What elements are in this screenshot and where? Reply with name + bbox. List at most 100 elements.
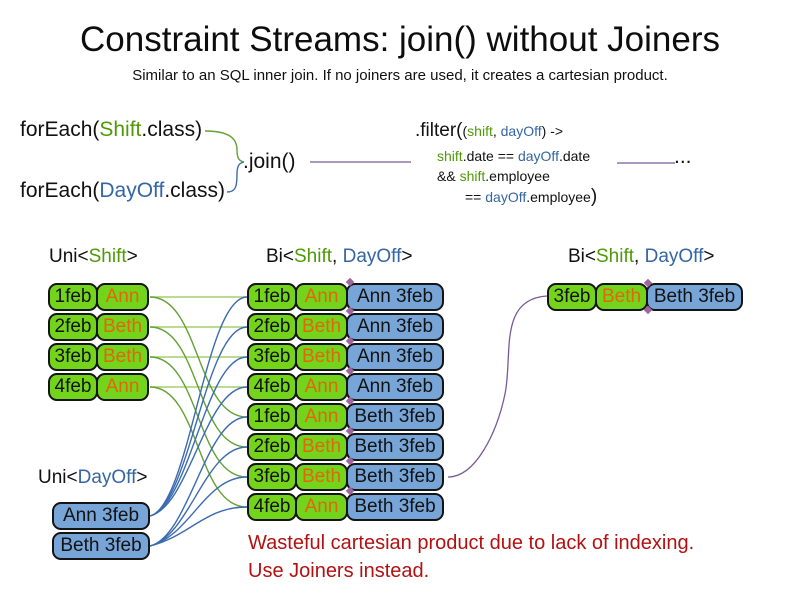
shift-date-cell: 3feb xyxy=(247,343,297,371)
shift-employee-cell: Beth xyxy=(295,343,348,371)
shift-employee-cell: Ann xyxy=(96,373,149,401)
shift-brace-line xyxy=(204,130,245,163)
dayoff-cell: Beth 3feb xyxy=(346,493,444,521)
dayoff-connector xyxy=(149,446,248,547)
code-text: .employee xyxy=(526,189,591,205)
shift-employee-cell: Beth xyxy=(595,283,648,311)
code-filter: .filter((shift, dayOff) -> shift .date ==… xyxy=(415,120,597,208)
code-text: .class) xyxy=(141,118,203,141)
shift-employee-cell: Ann xyxy=(295,403,348,431)
shift-employee-cell: Ann xyxy=(295,373,348,401)
header-text: > xyxy=(703,246,715,267)
shift-date-cell: 3feb xyxy=(247,463,297,491)
dayoff-cell: Beth 3feb xyxy=(646,283,743,311)
dayoff-connector xyxy=(149,356,248,517)
header-text: Uni< xyxy=(49,246,89,267)
header-uni-shift: Uni<Shift> xyxy=(49,246,138,268)
code-shift-class: Shift xyxy=(99,118,142,141)
shift-date-cell: 4feb xyxy=(247,493,297,521)
filter-line-3: && shift.employee xyxy=(437,168,597,184)
dayoff-cell: Beth 3feb xyxy=(52,532,150,560)
shift-date-cell: 4feb xyxy=(48,373,98,401)
header-uni-dayoff: Uni<DayOff> xyxy=(38,467,148,489)
header-bi-product: Bi<Shift, DayOff> xyxy=(266,246,412,268)
code-ellipsis: ... xyxy=(674,145,692,168)
shift-employee-cell: Beth xyxy=(96,313,149,341)
code-text: .class) xyxy=(164,179,226,202)
code-text: shift xyxy=(467,123,493,139)
shift-date-cell: 3feb xyxy=(48,343,98,371)
code-text: shift xyxy=(459,168,486,184)
header-text: , xyxy=(332,246,343,267)
shift-employee-cell: Ann xyxy=(295,283,348,311)
code-text: forEach( xyxy=(20,179,100,202)
dayoff-cell: Ann 3feb xyxy=(346,343,444,371)
dayoff-cell: Beth 3feb xyxy=(346,433,444,461)
header-text: Uni< xyxy=(38,467,78,488)
shift-employee-cell: Ann xyxy=(96,283,149,311)
warning-note: Wasteful cartesian product due to lack o… xyxy=(248,529,694,585)
header-text: Bi< xyxy=(266,246,294,267)
shift-date-cell: 1feb xyxy=(48,283,98,311)
code-foreach-shift: forEach(Shift.class) xyxy=(20,118,202,142)
filter-line-1: .filter((shift, dayOff) -> xyxy=(415,120,597,142)
code-text: , xyxy=(492,123,501,139)
header-text: > xyxy=(136,467,148,488)
header-text: DayOff xyxy=(644,246,704,267)
dayoff-connector xyxy=(149,296,248,517)
header-text: Shift xyxy=(294,246,333,267)
warning-line-2: Use Joiners instead. xyxy=(248,560,430,582)
shift-connector xyxy=(149,326,248,448)
shift-employee-cell: Beth xyxy=(295,463,348,491)
dayoff-row: Beth 3feb xyxy=(52,532,150,560)
shift-date-cell: 1feb xyxy=(247,283,297,311)
dayoff-connector xyxy=(149,476,248,547)
shift-employee-cell: Beth xyxy=(295,433,348,461)
code-text: .filter( xyxy=(415,120,463,141)
code-dayoff-class: DayOff xyxy=(99,179,165,202)
dayoff-cell: Ann 3feb xyxy=(346,283,444,311)
shift-date-cell: 2feb xyxy=(247,433,297,461)
dayoff-brace-line xyxy=(226,161,245,193)
dayoff-connector xyxy=(149,506,248,547)
warning-line-1: Wasteful cartesian product due to lack o… xyxy=(248,532,695,554)
shift-connector xyxy=(149,296,248,418)
dayoff-cell: Ann 3feb xyxy=(346,373,444,401)
code-text: ) -> xyxy=(541,123,564,139)
header-text: > xyxy=(401,246,413,267)
code-text: .employee xyxy=(485,168,550,184)
dayoff-cell: Ann 3feb xyxy=(346,313,444,341)
shift-employee-cell: Beth xyxy=(295,313,348,341)
dayoff-cell: Beth 3feb xyxy=(346,403,444,431)
dayoff-connector xyxy=(149,416,248,547)
shift-date-cell: 4feb xyxy=(247,373,297,401)
header-text: , xyxy=(634,246,645,267)
code-text: .date xyxy=(558,148,591,164)
shift-date-cell: 3feb xyxy=(547,283,597,311)
shift-employee-cell: Beth xyxy=(96,343,149,371)
subtitle: Similar to an SQL inner join. If no join… xyxy=(132,67,668,84)
filter-result-connector xyxy=(447,295,548,478)
code-text: .date == xyxy=(462,148,518,164)
code-text: ) xyxy=(590,186,598,207)
code-join: .join() xyxy=(243,150,296,173)
header-text: Bi< xyxy=(568,246,596,267)
shift-date-cell: 1feb xyxy=(247,403,297,431)
code-foreach-dayoff: forEach(DayOff.class) xyxy=(20,179,225,203)
filter-line-4: == dayOff.employee) xyxy=(465,186,597,208)
code-text: ( xyxy=(462,123,468,139)
header-text: DayOff xyxy=(77,467,137,488)
